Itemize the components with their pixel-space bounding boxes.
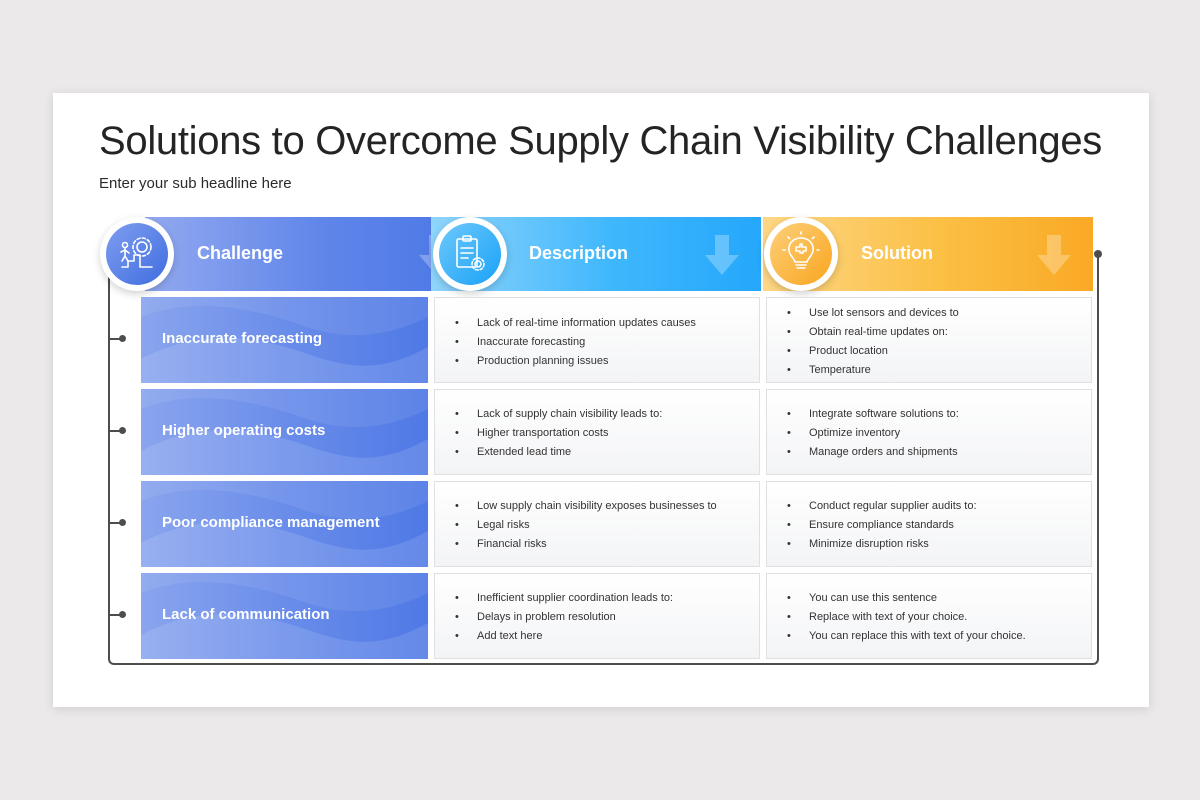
solution-item: Optimize inventory — [787, 424, 959, 443]
slide: Solutions to Overcome Supply Chain Visib… — [53, 93, 1149, 707]
challenge-label: Poor compliance management — [162, 514, 380, 531]
solution-item: Integrate software solutions to: — [787, 405, 959, 424]
solution-item: Replace with text of your choice. — [787, 608, 1026, 627]
challenge-icon-badge — [100, 217, 174, 291]
description-list: Lack of supply chain visibility leads to… — [455, 405, 662, 462]
arrow-down-icon — [705, 235, 739, 275]
description-item: Production planning issues — [455, 352, 696, 371]
solution-cell: Conduct regular supplier audits to: Ensu… — [766, 481, 1092, 567]
description-item: Legal risks — [455, 516, 717, 535]
row-connector-arrow — [110, 519, 126, 526]
challenge-cell: Inaccurate forecasting — [141, 297, 428, 383]
description-list: Lack of real-time information updates ca… — [455, 314, 696, 371]
solution-item: Use lot sensors and devices to — [787, 304, 959, 323]
challenge-cell: Higher operating costs — [141, 389, 428, 475]
growth-gear-icon — [120, 237, 153, 268]
description-item: Financial risks — [455, 535, 717, 554]
description-list: Inefficient supplier coordination leads … — [455, 589, 673, 646]
description-item: Delays in problem resolution — [455, 608, 673, 627]
solution-item: Conduct regular supplier audits to: — [787, 497, 977, 516]
slide-subtitle: Enter your sub headline here — [99, 175, 292, 192]
wave-decoration — [141, 481, 428, 567]
description-item: Higher transportation costs — [455, 424, 662, 443]
wave-decoration — [141, 389, 428, 475]
connector-endpoint — [1094, 250, 1102, 258]
description-item: Low supply chain visibility exposes busi… — [455, 497, 717, 516]
wave-decoration — [141, 573, 428, 659]
header-challenge: Challenge — [145, 217, 475, 291]
solution-list: Integrate software solutions to: Optimiz… — [787, 405, 959, 462]
solution-item: Manage orders and shipments — [787, 443, 959, 462]
description-item: Inefficient supplier coordination leads … — [455, 589, 673, 608]
solution-item: Obtain real-time updates on: — [787, 323, 959, 342]
description-item: Inaccurate forecasting — [455, 333, 696, 352]
description-item: Extended lead time — [455, 443, 662, 462]
connector-bracket — [108, 253, 1099, 665]
solution-item: Product location — [787, 342, 959, 361]
challenge-cell: Poor compliance management — [141, 481, 428, 567]
solution-icon-badge — [764, 217, 838, 291]
solution-cell: You can use this sentence Replace with t… — [766, 573, 1092, 659]
description-item: Add text here — [455, 627, 673, 646]
challenge-cell: Lack of communication — [141, 573, 428, 659]
description-cell: Low supply chain visibility exposes busi… — [434, 481, 760, 567]
description-icon-badge — [433, 217, 507, 291]
header-description-label: Description — [529, 243, 629, 263]
row-connector-arrow — [110, 427, 126, 434]
solution-list: Use lot sensors and devices to Obtain re… — [787, 304, 959, 380]
lightbulb-puzzle-icon — [782, 231, 820, 269]
document-gear-icon — [456, 235, 485, 271]
solution-item: Ensure compliance standards — [787, 516, 977, 535]
row-connector-arrow — [110, 335, 126, 342]
solution-item: Temperature — [787, 361, 959, 380]
challenge-label: Inaccurate forecasting — [162, 330, 323, 347]
solution-cell: Integrate software solutions to: Optimiz… — [766, 389, 1092, 475]
description-cell: Lack of real-time information updates ca… — [434, 297, 760, 383]
arrow-down-icon — [1037, 235, 1071, 275]
solution-item: You can use this sentence — [787, 589, 1026, 608]
solution-list: You can use this sentence Replace with t… — [787, 589, 1026, 646]
row-connector-arrow — [110, 611, 126, 618]
solution-cell: Use lot sensors and devices to Obtain re… — [766, 297, 1092, 383]
header-solution-label: Solution — [861, 243, 933, 263]
challenge-label: Higher operating costs — [162, 422, 326, 439]
header-challenge-label: Challenge — [197, 243, 284, 263]
description-list: Low supply chain visibility exposes busi… — [455, 497, 717, 554]
solution-item: Minimize disruption risks — [787, 535, 977, 554]
wave-decoration — [141, 297, 428, 383]
description-item: Lack of real-time information updates ca… — [455, 314, 696, 333]
challenge-label: Lack of communication — [162, 606, 330, 623]
solution-list: Conduct regular supplier audits to: Ensu… — [787, 497, 977, 554]
description-cell: Lack of supply chain visibility leads to… — [434, 389, 760, 475]
description-item: Lack of supply chain visibility leads to… — [455, 405, 662, 424]
slide-title: Solutions to Overcome Supply Chain Visib… — [99, 119, 1102, 163]
solution-item: You can replace this with text of your c… — [787, 627, 1026, 646]
description-cell: Inefficient supplier coordination leads … — [434, 573, 760, 659]
